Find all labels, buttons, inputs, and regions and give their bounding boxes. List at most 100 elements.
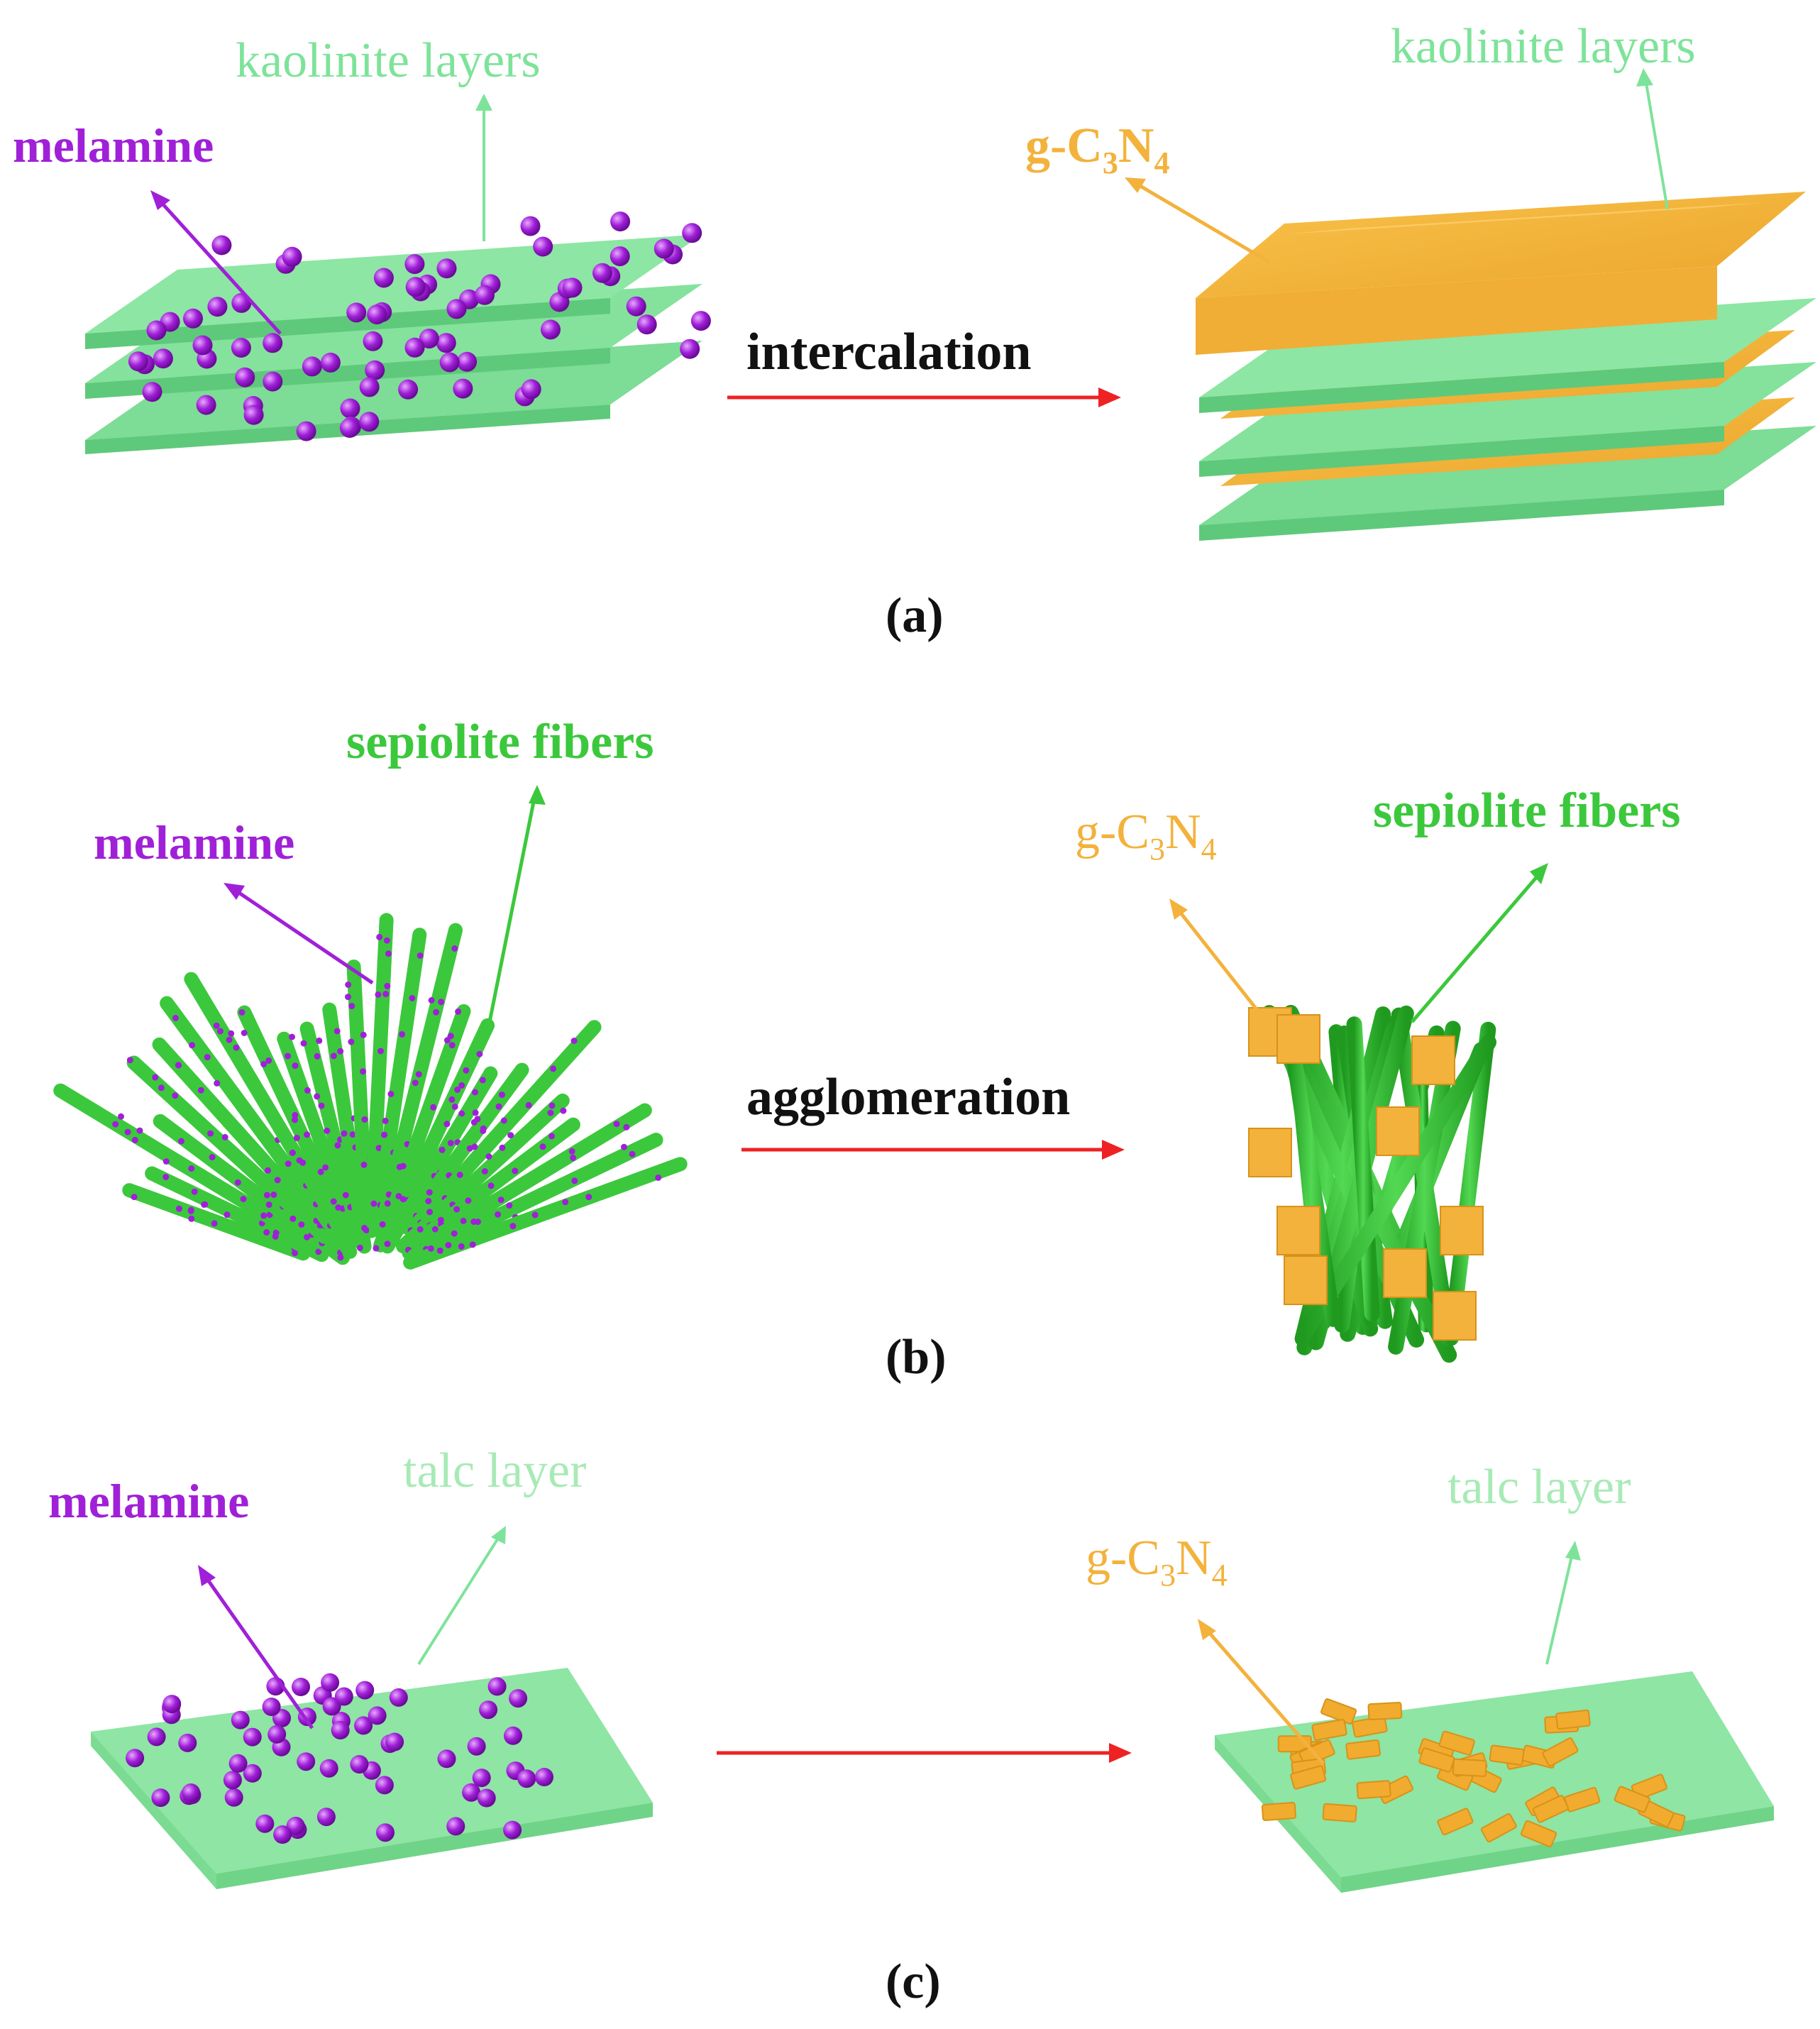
melamine-ball — [224, 1211, 231, 1219]
sepiolite-fiber-fan — [53, 913, 688, 1270]
melamine-ball — [405, 277, 426, 297]
melamine-ball — [562, 277, 583, 298]
melamine-ball — [172, 1092, 179, 1099]
melamine-ball — [592, 263, 612, 283]
melamine-ball — [265, 1202, 272, 1208]
sepiolite-fiber — [373, 1003, 471, 1253]
melamine-ball — [426, 1189, 433, 1196]
melamine-ball — [339, 418, 360, 438]
arrowhead-icon — [1198, 1619, 1216, 1640]
melamine-ball — [231, 1710, 250, 1730]
melamine-ball — [447, 1140, 454, 1147]
melamine-ball — [315, 1248, 322, 1255]
melamine-ball — [228, 1030, 235, 1037]
melamine-ball — [214, 1079, 221, 1087]
melamine-ball — [398, 379, 419, 400]
melamine-ball — [187, 1207, 194, 1214]
melamine-ball — [653, 238, 674, 259]
melamine-ball — [243, 1764, 262, 1783]
gc3n4-plate — [1276, 1014, 1320, 1064]
melamine-ball — [354, 1716, 373, 1735]
melamine-ball — [655, 1174, 662, 1181]
melamine-ball — [521, 379, 541, 400]
melamine-ball — [243, 1727, 262, 1747]
arrowhead-icon — [150, 190, 170, 210]
melamine-ball — [158, 1084, 165, 1092]
gc3n4-plate — [1284, 1255, 1328, 1305]
product-label: g-C3N4 — [1025, 119, 1169, 180]
melamine-ball — [465, 1197, 472, 1204]
melamine-ball — [384, 982, 391, 989]
melamine-ball — [412, 1079, 419, 1087]
melamine-ball — [373, 268, 394, 288]
gc3n4-chip — [1320, 1698, 1357, 1725]
melamine-ball — [433, 1008, 440, 1016]
melamine-ball — [382, 991, 390, 998]
melamine-ball — [448, 1096, 456, 1103]
panel-caption: (c) — [886, 1954, 941, 2009]
melamine-pointer-arrow-a — [153, 194, 282, 335]
melamine-ball — [379, 1221, 386, 1228]
gc3n4-chip — [1438, 1730, 1475, 1756]
melamine-ball — [361, 1116, 368, 1123]
melamine-ball — [211, 1220, 218, 1227]
melamine-ball — [438, 999, 445, 1006]
melamine-ball — [517, 1769, 536, 1788]
melamine-ball — [367, 304, 387, 325]
melamine-ball — [562, 1199, 569, 1206]
melamine-ball — [345, 981, 352, 988]
melamine-ball — [341, 1130, 348, 1137]
melamine-ball — [317, 1168, 324, 1175]
melamine-ball — [126, 1749, 145, 1768]
melamine-ball — [485, 1153, 492, 1160]
melamine-ball — [525, 1101, 532, 1109]
sepiolite-fiber — [346, 959, 373, 1217]
gc3n4-chip — [1452, 1758, 1487, 1777]
melamine-ball — [126, 1057, 133, 1064]
melamine-ball — [570, 1038, 578, 1045]
melamine-ball — [499, 1144, 506, 1151]
melamine-ball — [112, 1121, 119, 1128]
melamine-ball — [451, 1230, 458, 1237]
melamine-ball — [568, 1148, 575, 1155]
kaolinite-pointer-arrow-right — [1643, 74, 1669, 210]
melamine-ball — [453, 378, 473, 399]
melamine-ball — [629, 1150, 636, 1158]
melamine-ball — [314, 1093, 321, 1100]
melamine-ball — [487, 1677, 507, 1696]
melamine-ball — [304, 1233, 310, 1241]
melamine-ball — [512, 1167, 519, 1175]
kaolinite-stack-left — [85, 211, 711, 454]
melamine-ball — [197, 1087, 204, 1094]
melamine-ball — [451, 1103, 458, 1110]
melamine-ball — [330, 1198, 337, 1205]
melamine-ball — [196, 395, 216, 415]
melamine-ball — [324, 1127, 331, 1134]
melamine-ball — [322, 1164, 329, 1171]
melamine-ball — [456, 1172, 463, 1178]
melamine-ball — [439, 1146, 446, 1153]
panel-caption: (a) — [886, 588, 944, 643]
sepiolite-fiber — [390, 1018, 495, 1223]
support-label: talc layer — [1447, 1460, 1631, 1514]
melamine-ball — [285, 1160, 292, 1167]
melamine-ball — [399, 1030, 406, 1038]
melamine-ball — [331, 1721, 350, 1739]
melamine-ball — [201, 1201, 208, 1208]
melamine-ball — [533, 236, 553, 257]
melamine-ball — [226, 1036, 233, 1043]
melamine-ball — [233, 1044, 240, 1051]
melamine-ball — [436, 1247, 443, 1254]
melamine-ball — [151, 1788, 170, 1808]
melamine-ball — [297, 1752, 316, 1771]
panel-a: melamine kaolinite layers g-C3N4 kaolini… — [13, 19, 1816, 643]
melamine-ball — [585, 1194, 592, 1201]
arrowhead-icon — [1530, 863, 1548, 884]
melamine-ball — [404, 337, 425, 358]
melamine-ball — [316, 1037, 323, 1044]
melamine-ball — [446, 1817, 465, 1836]
gc3n4-pointer-arrow-b — [1173, 903, 1268, 1023]
melamine-ball — [183, 308, 203, 329]
melamine-ball — [231, 338, 251, 358]
